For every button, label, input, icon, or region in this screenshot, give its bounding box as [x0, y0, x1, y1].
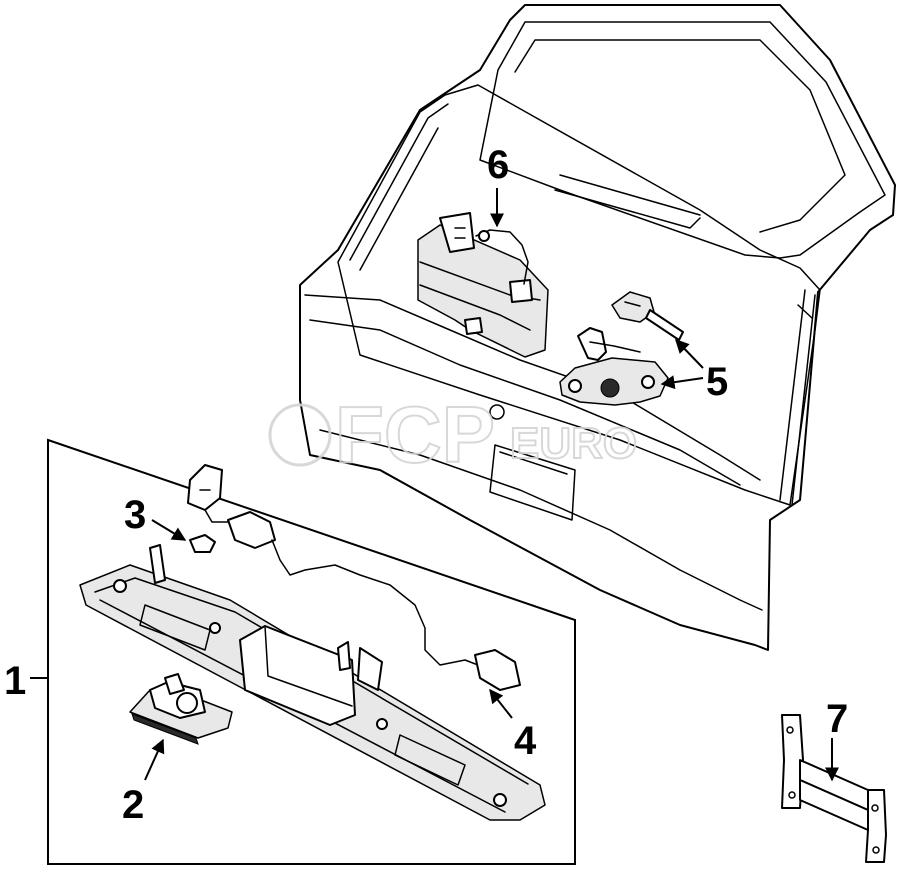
tailgate-lock-actuator: [417, 212, 549, 358]
handle-assembly-frame: [30, 438, 576, 865]
callout-6: 6: [487, 143, 509, 187]
callout-2: 2: [122, 783, 144, 827]
watermark-secondary: EURO: [510, 419, 637, 468]
callout-3: 3: [124, 493, 146, 537]
callout-7: 7: [826, 697, 848, 741]
license-trim-handle: [79, 544, 546, 821]
callouts: 6 5 3 1 4 2 7: [4, 143, 848, 827]
leader-arrows: [144, 188, 839, 782]
arrow-4: [489, 688, 513, 719]
arrow-5b: [660, 375, 704, 390]
tailgate: [299, 4, 896, 651]
callout-4: 4: [514, 719, 537, 763]
license-lamp: [129, 673, 233, 745]
bracket: [781, 714, 887, 863]
callout-5: 5: [706, 360, 728, 404]
watermark-primary: FCP: [335, 390, 495, 479]
wiring-harness: [187, 464, 521, 691]
callout-1: 1: [4, 659, 26, 703]
arrow-5a: [675, 338, 704, 369]
arrow-2: [144, 738, 165, 781]
watermark: FCP EURO: [268, 389, 638, 480]
arrow-3: [151, 519, 187, 541]
connector-clip: [189, 534, 216, 553]
